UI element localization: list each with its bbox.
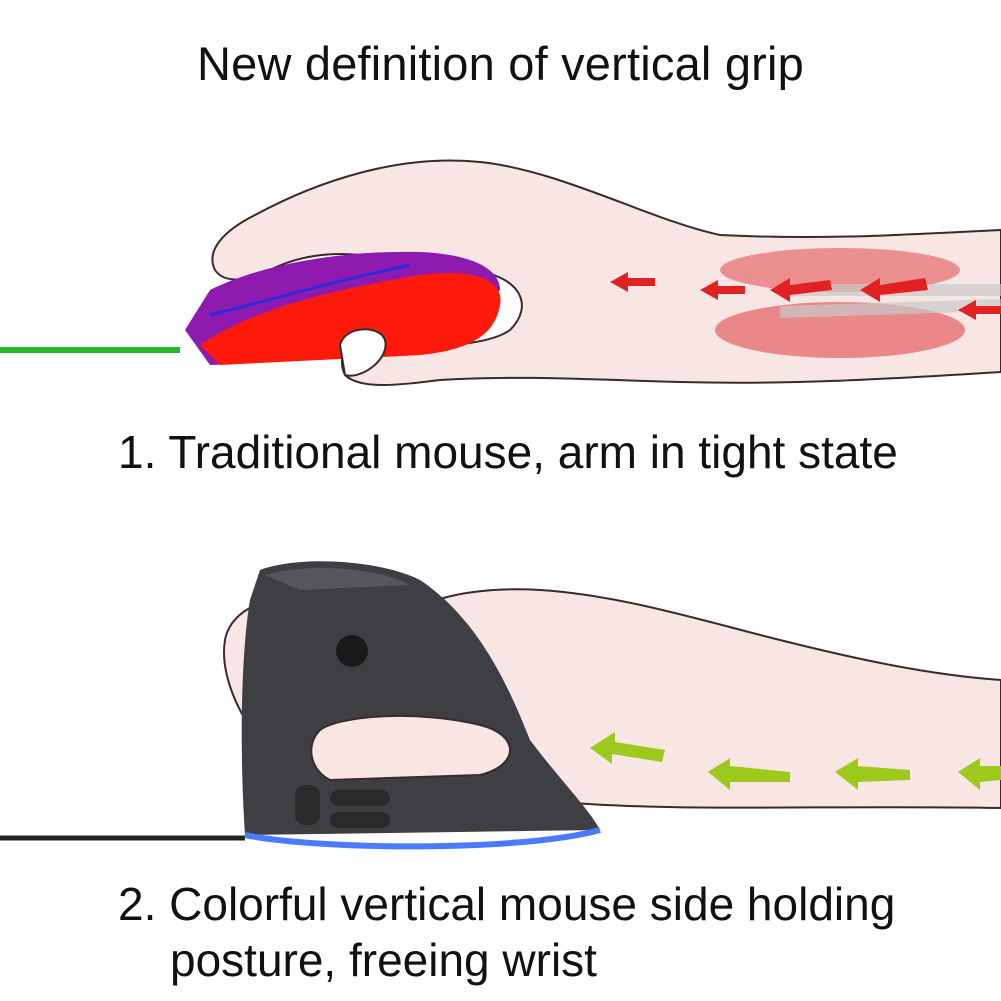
caption-vertical-line2: posture, freeing wrist (170, 934, 597, 986)
mouse-button-round (336, 635, 368, 667)
caption-traditional: 1. Traditional mouse, arm in tight state (118, 426, 898, 478)
caption-vertical: 2. Colorful vertical mouse side holding … (118, 876, 895, 988)
page-title: New definition of vertical grip (196, 37, 805, 90)
thumb (310, 714, 511, 782)
arrow-left-red-icon (610, 272, 1001, 320)
traditional-mouse-illustration (0, 159, 1001, 386)
muscle-tense-lower (715, 302, 965, 358)
caption-vertical-line1: 2. Colorful vertical mouse side holding (118, 878, 896, 930)
vertical-mouse (241, 561, 601, 850)
traditional-mouse (185, 251, 501, 377)
vertical-mouse-illustration (0, 561, 1001, 850)
arrow-left-green-icon (590, 732, 1001, 790)
rgb-light-strip (244, 827, 601, 850)
muscle-tense-upper (720, 248, 960, 292)
